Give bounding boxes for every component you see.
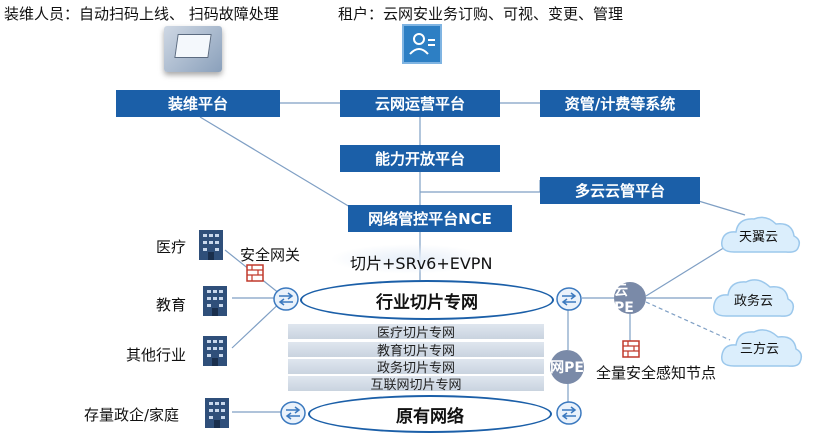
slice-government: 政务切片专网 bbox=[288, 359, 544, 376]
industry-label-other: 其他行业 bbox=[126, 346, 187, 364]
gov-cloud-shape bbox=[713, 279, 795, 317]
router-icon-right bbox=[556, 287, 582, 311]
cloud-label-gov: 政务云 bbox=[734, 294, 774, 309]
tablet-image bbox=[164, 26, 222, 72]
building-icon-other bbox=[203, 336, 227, 366]
nce-platform: 网络管控平台NCE bbox=[348, 205, 512, 232]
router-icon-left bbox=[273, 287, 299, 311]
firewall-icon-security-node bbox=[622, 340, 640, 358]
security-gateway-label: 安全网关 bbox=[240, 246, 301, 264]
third-party-cloud-shape bbox=[721, 329, 803, 367]
slice-education: 教育切片专网 bbox=[288, 342, 544, 359]
capability-open-platform: 能力开放平台 bbox=[340, 145, 500, 172]
legacy-network: 原有网络 bbox=[308, 395, 552, 433]
cloud-label-third-party: 三方云 bbox=[740, 342, 780, 357]
security-node-label: 全量安全感知节点 bbox=[596, 364, 717, 382]
multicloud-platform: 多云云管平台 bbox=[540, 177, 700, 204]
slice-internet: 互联网切片专网 bbox=[288, 376, 544, 393]
maintainer-caption: 装维人员：自动扫码上线、 扫码故障处理 bbox=[4, 5, 279, 23]
tianyi-cloud-shape bbox=[721, 216, 801, 253]
building-icon-existing bbox=[205, 398, 229, 428]
slice-medical: 医疗切片专网 bbox=[288, 324, 544, 341]
cloud-pe-node: 云PE bbox=[614, 282, 646, 316]
install-platform: 装维平台 bbox=[116, 90, 280, 117]
cloud-label-tianyi: 天翼云 bbox=[739, 230, 779, 245]
industry-label-existing: 存量政企/家庭 bbox=[84, 406, 180, 424]
router-icon-legacy-right bbox=[556, 401, 582, 425]
firewall-icon-gateway bbox=[246, 264, 264, 282]
cloud-operation-platform: 云网运营平台 bbox=[340, 90, 500, 117]
building-icon-medical bbox=[199, 230, 223, 260]
net-pe-node: 网PE bbox=[550, 350, 584, 384]
tech-haze bbox=[330, 244, 490, 274]
tenant-caption: 租户：云网安业务订购、可视、变更、管理 bbox=[338, 5, 624, 23]
industry-label-education: 教育 bbox=[156, 296, 187, 314]
building-icon-education bbox=[203, 286, 227, 316]
router-icon-legacy-left bbox=[280, 401, 306, 425]
industry-label-medical: 医疗 bbox=[156, 238, 187, 256]
tech-label: 切片+SRv6+EVPN bbox=[350, 254, 493, 273]
user-icon bbox=[402, 24, 442, 64]
billing-system: 资管/计费等系统 bbox=[540, 90, 700, 117]
industry-slice-network: 行业切片专网 bbox=[300, 280, 554, 320]
